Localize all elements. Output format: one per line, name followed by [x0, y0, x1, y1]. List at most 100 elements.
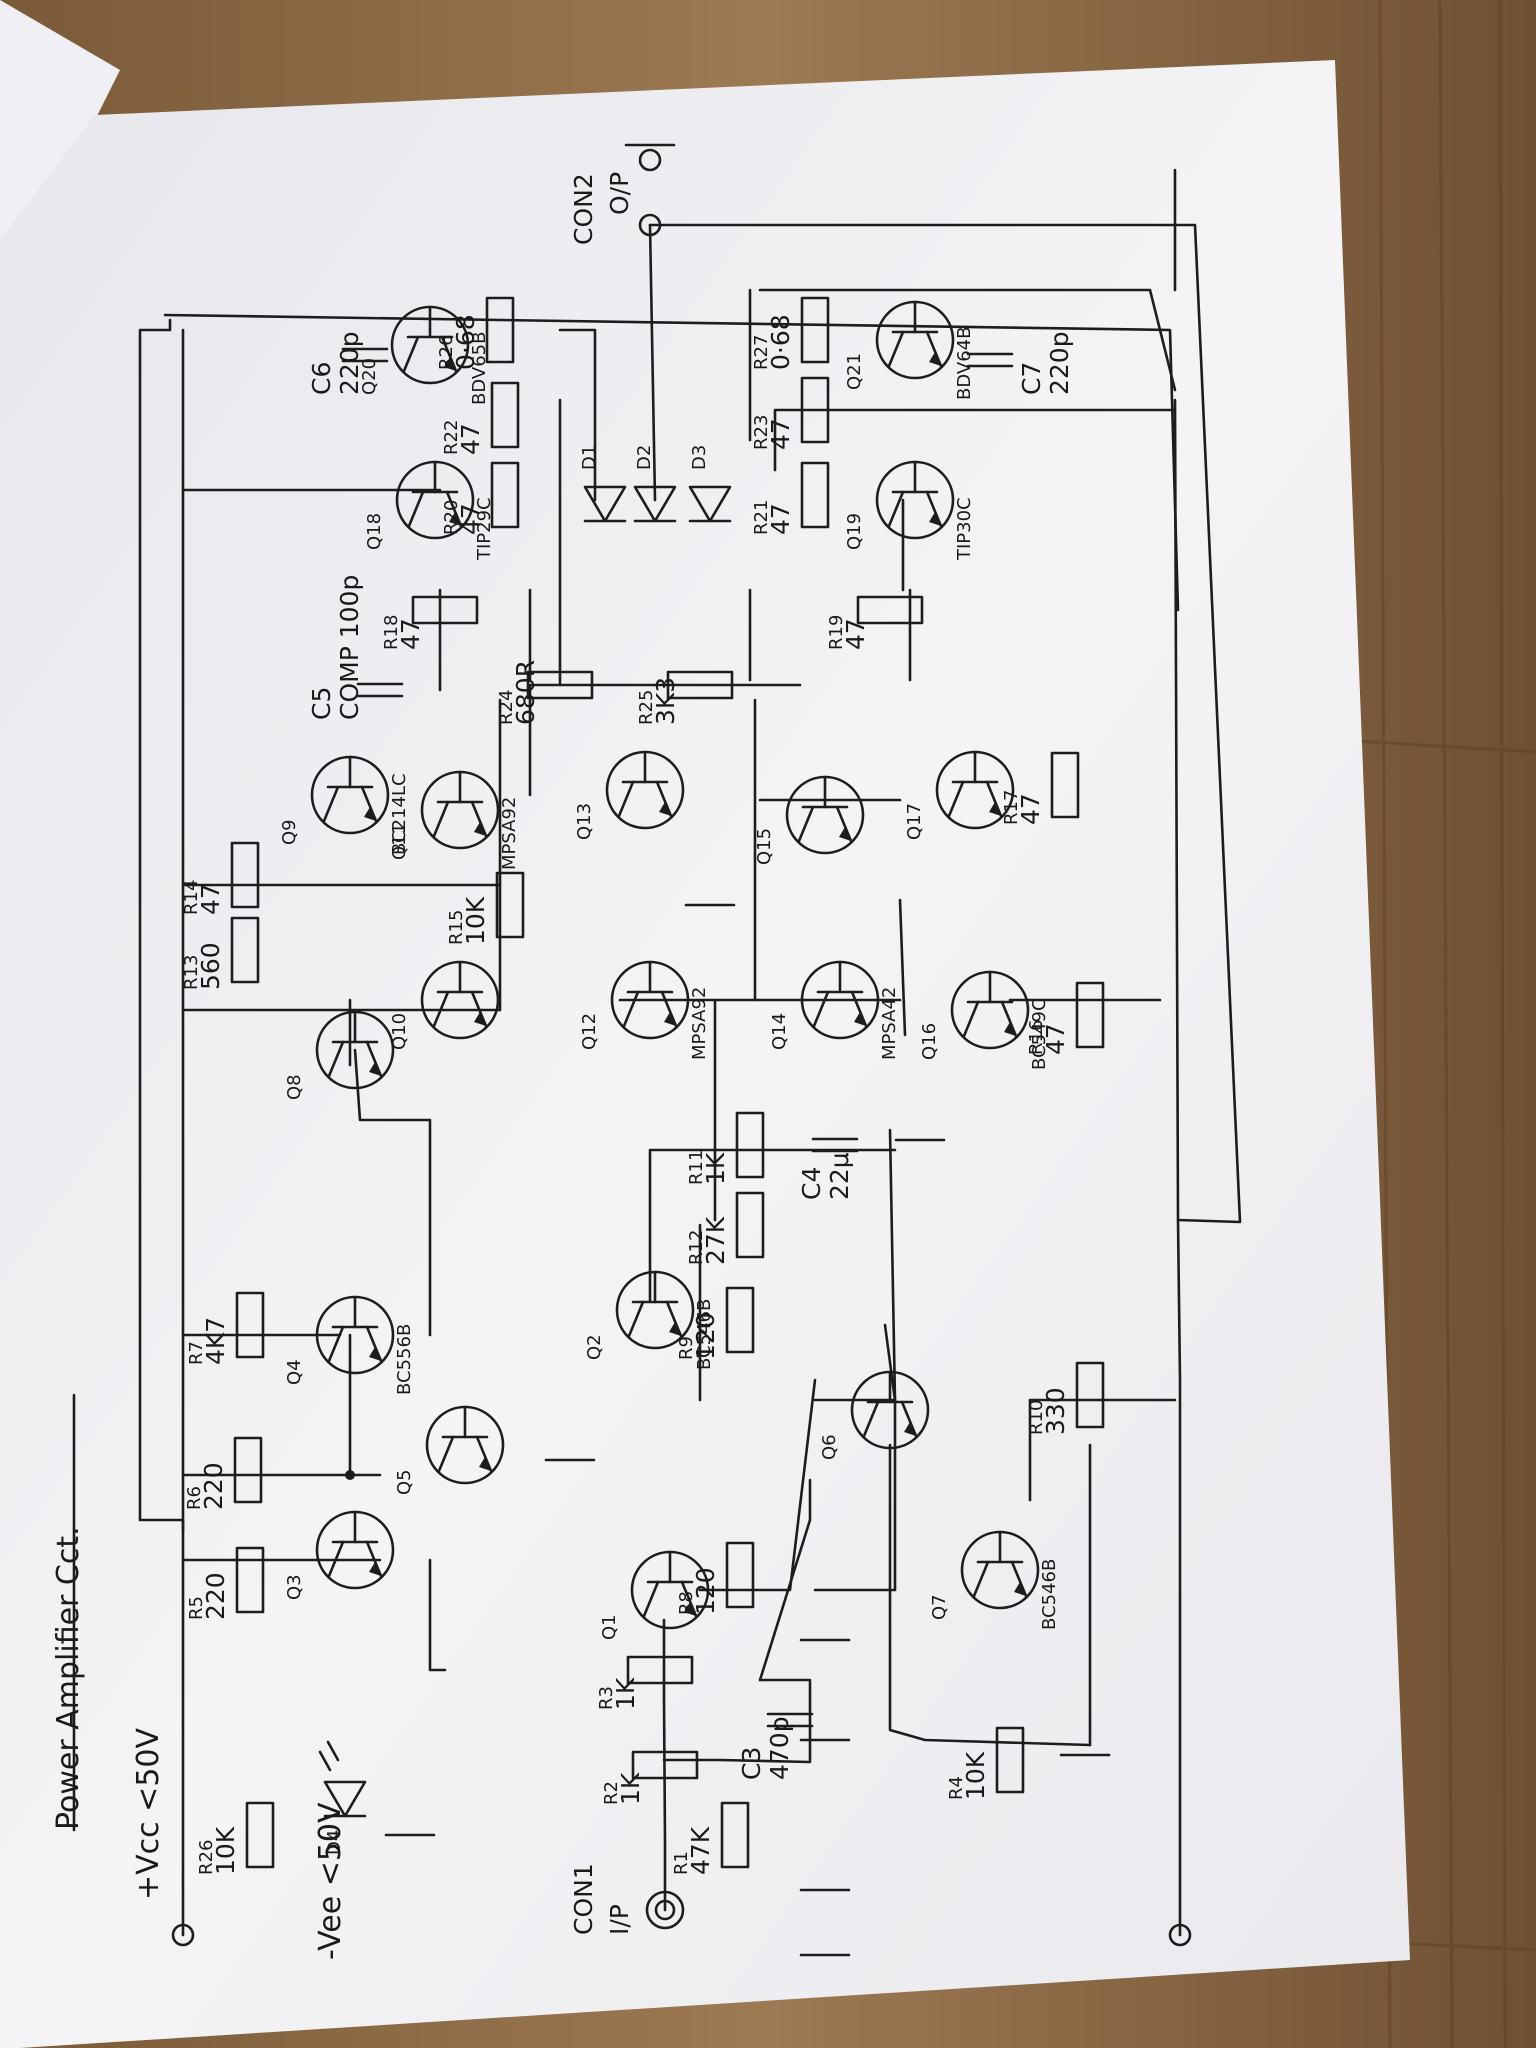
diode-ref-label: D3: [689, 445, 710, 470]
transistor-ref-label: Q6: [819, 1434, 840, 1460]
capacitor-ref-label: C3: [737, 1747, 766, 1780]
transistor-q4: [315, 1295, 395, 1375]
transistor-collector: [327, 1040, 345, 1078]
transistor-emitter: [470, 800, 488, 838]
resistor-value-label: 47K: [686, 1826, 715, 1875]
transistor-part-label: MPSA92: [689, 987, 710, 1060]
resistor-r7: [235, 1291, 265, 1359]
capacitor-value-label: 22μ: [825, 1152, 854, 1200]
transistor-q12: [610, 960, 690, 1040]
transistor-collector: [642, 1580, 660, 1618]
emitter-arrow: [369, 1062, 381, 1076]
transistor-collector: [327, 1325, 345, 1363]
text-labels: Power Amplifier Cct. +Vcc <50V -Vee <50V…: [51, 172, 634, 1960]
resistor-r13: [230, 916, 260, 984]
resistor-ref-label: R11: [686, 1150, 707, 1185]
transistor-emitter: [1010, 1560, 1028, 1598]
resistor-value-label: 47: [766, 503, 795, 535]
wire: [888, 1443, 1092, 1747]
resistor-r24: [526, 670, 594, 700]
emitter-arrow: [449, 512, 461, 526]
resistor-ref-label: R25: [636, 690, 657, 725]
resistor-value-label: 3K3: [651, 677, 680, 725]
emitter-arrow: [839, 827, 851, 841]
underlying-sheet: [0, 0, 120, 250]
transistor-q3: [315, 1510, 395, 1590]
wire: [428, 1558, 447, 1672]
resistor-value-label: 0·68: [451, 314, 480, 370]
wire: [813, 1398, 897, 1592]
wire: [758, 1678, 812, 1762]
resistor-value-label: 120: [691, 1312, 720, 1360]
transistor-emitter: [660, 990, 678, 1028]
transistor-ref-label: Q8: [284, 1074, 305, 1100]
resistor-ref-label: R8: [676, 1591, 697, 1615]
transistor-collector: [972, 1560, 990, 1598]
emitter-arrow: [664, 1012, 676, 1026]
diode-triangle: [583, 485, 627, 523]
transistor-collector: [432, 800, 450, 838]
resistor-value-label: 220: [201, 1572, 230, 1620]
resistor-r15: [495, 871, 525, 939]
wire: [773, 408, 1177, 472]
resistor-r20: [490, 461, 520, 529]
transistor-emitter: [925, 490, 943, 528]
transistor-part-label: BDV64B: [954, 327, 975, 400]
transistor-ref-label: Q3: [284, 1574, 305, 1600]
resistor-ref-label: R1: [671, 1851, 692, 1875]
transistor-part-label: BC546B: [694, 1299, 715, 1370]
capacitor-c6: [341, 347, 389, 363]
wire: [1028, 1398, 1177, 1502]
resistor-ref-label: R12: [686, 1230, 707, 1265]
transistor-collector: [622, 990, 640, 1028]
reference-labels: R147KR21KR31KR410KR5220R74K7R6220R8120R9…: [181, 314, 1074, 1875]
resistor-r10: [1075, 1361, 1105, 1429]
transistor-collector: [887, 490, 905, 528]
capacitor-c4: [811, 1137, 859, 1153]
transistor-emitter: [440, 335, 458, 373]
transistor-collector: [947, 780, 965, 818]
transistor-collector: [797, 805, 815, 843]
capacitor-value-label: 470p: [765, 1716, 794, 1780]
transistor-q17: [935, 750, 1015, 830]
transistor-collector: [617, 780, 635, 818]
resistor-r25: [666, 670, 734, 700]
wire: [648, 223, 657, 502]
resistor-value-label: 47: [1016, 793, 1045, 825]
vcc-label: +Vcc <50V: [131, 1728, 166, 1900]
capacitor-value-label: COMP 100p: [335, 575, 364, 720]
capacitor-value-label: 220p: [335, 331, 364, 395]
transistor-ref-label: Q19: [844, 513, 865, 550]
resistor-r8: [725, 1541, 755, 1609]
emitter-arrow: [904, 1422, 916, 1436]
wire: [883, 1323, 897, 1402]
vcc-terminal: [171, 1923, 195, 1947]
diode-triangle: [633, 485, 677, 523]
resistor-ref-label: R9: [676, 1336, 697, 1360]
resistor-r26: [485, 296, 515, 364]
wire: [648, 223, 1242, 1224]
resistor-value-label: 10K: [461, 896, 490, 945]
wire: [138, 318, 185, 1937]
transistor-q6: [850, 1370, 930, 1450]
transistor-ref-label: Q2: [584, 1334, 605, 1360]
transistor-emitter: [470, 990, 488, 1028]
transistor-emitter: [925, 330, 943, 368]
capacitor-c3: [766, 1712, 814, 1728]
transistor-emitter: [900, 1400, 918, 1438]
con1-label: I/P: [605, 1904, 634, 1935]
diode-d2: [633, 485, 677, 523]
transistor-ref-label: Q21: [844, 353, 865, 390]
con2-name: CON2: [569, 173, 598, 245]
transistor-q2: [615, 1270, 695, 1350]
transistor-collector: [812, 990, 830, 1028]
transistor-ref-label: Q17: [904, 803, 925, 840]
resistor-ref-label: R20: [441, 500, 462, 535]
resistor-value-label: 1K: [611, 1677, 640, 1710]
resistor-ref-label: R15: [446, 910, 467, 945]
emitter-arrow: [474, 1012, 486, 1026]
emitter-arrow: [929, 352, 941, 366]
resistor-value-label: 47: [456, 503, 485, 535]
resistor-ref-label: R7: [186, 1341, 207, 1365]
symbols: [171, 143, 1192, 1957]
